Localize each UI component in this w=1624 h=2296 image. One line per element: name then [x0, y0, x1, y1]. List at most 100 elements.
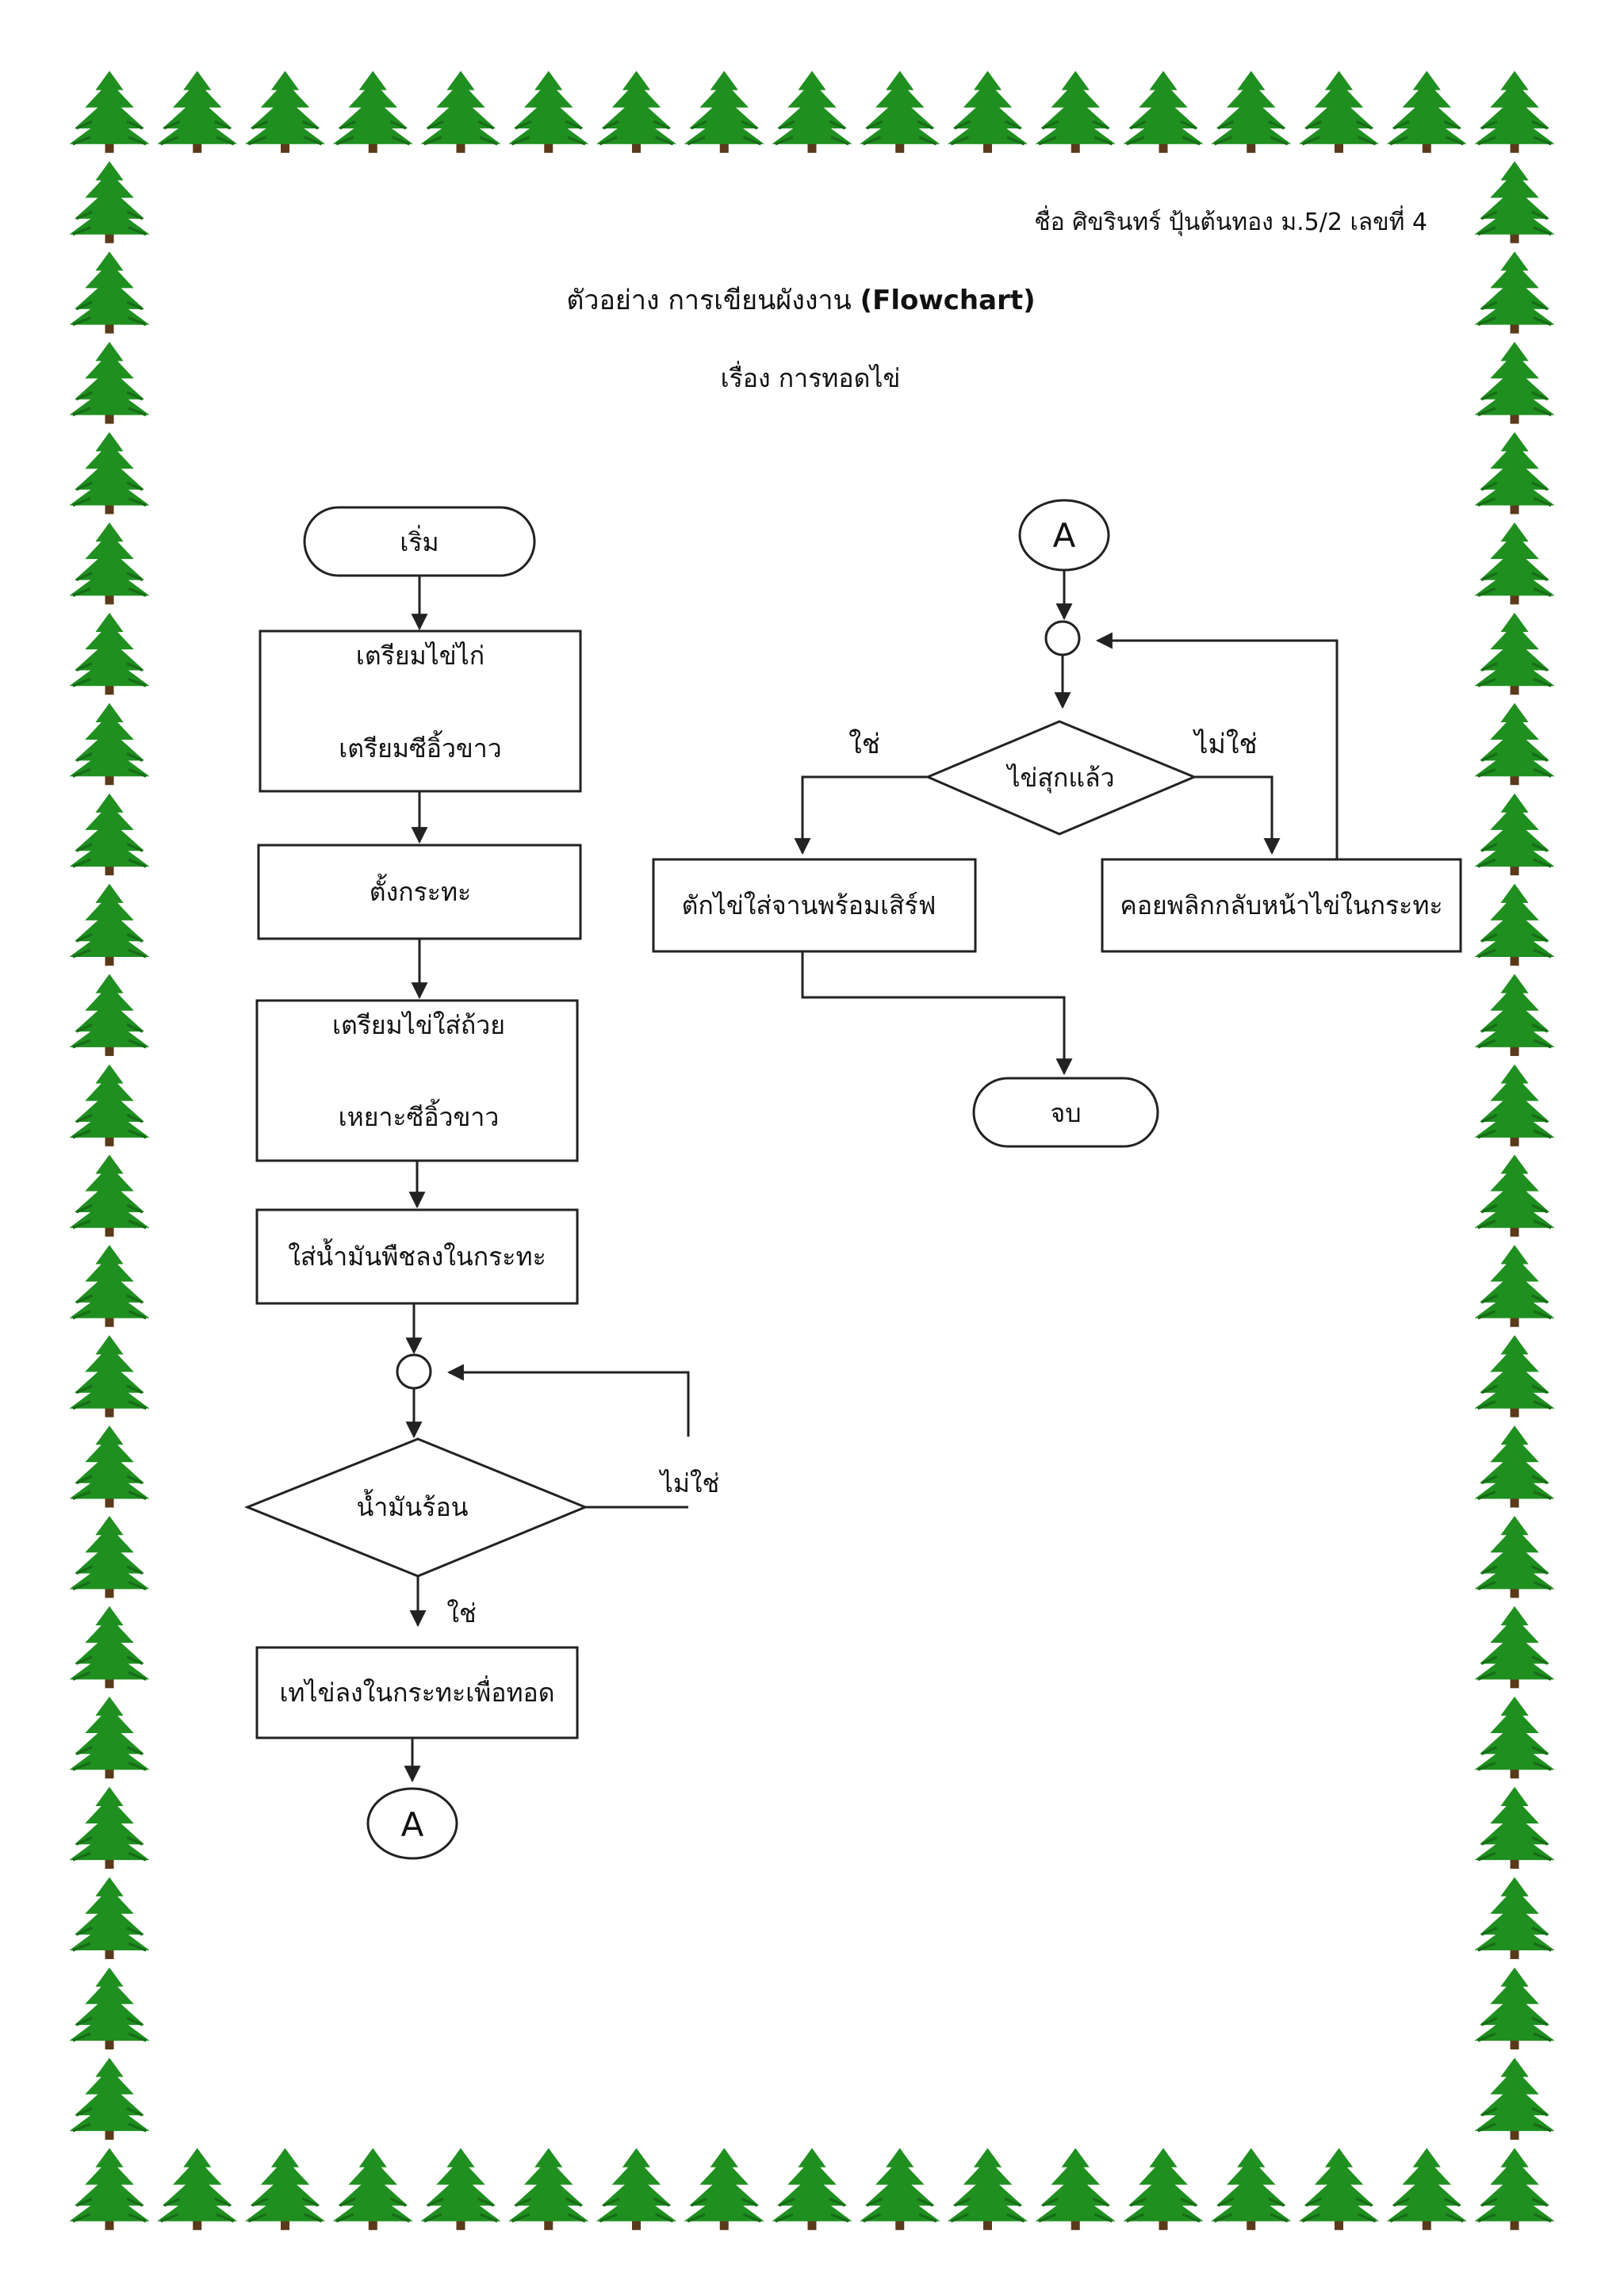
pine-tree-icon	[1473, 2146, 1557, 2232]
pine-tree-icon	[67, 972, 151, 1058]
pine-tree-icon	[1473, 1785, 1557, 1870]
pine-tree-icon	[67, 1062, 151, 1148]
process-flip-egg	[1101, 858, 1462, 953]
pine-tree-icon	[1297, 69, 1381, 155]
decision-right-label: ไข่สุกแล้ว	[1005, 763, 1114, 794]
pine-tree-icon	[1473, 1965, 1557, 2051]
join-circle	[396, 1353, 432, 1390]
pine-tree-icon	[67, 882, 151, 967]
pine-tree-icon	[67, 1876, 151, 1961]
pine-tree-icon	[1473, 1334, 1557, 1419]
pine-tree-icon	[1473, 1062, 1557, 1148]
pine-tree-icon	[67, 2056, 151, 2141]
yes-right-label: ใช่	[848, 729, 880, 760]
decision-label: น้ำมันร้อน	[356, 1489, 468, 1522]
pine-tree-icon	[67, 69, 151, 155]
pine-tree-icon	[770, 2146, 854, 2232]
pine-tree-icon	[67, 521, 151, 607]
pine-tree-icon	[67, 1153, 151, 1238]
pine-tree-icon	[1034, 2146, 1117, 2232]
pine-tree-icon	[1473, 1243, 1557, 1329]
pine-tree-icon	[1473, 159, 1557, 245]
title-prefix: ตัวอย่าง การเขียนผังงาน	[566, 285, 851, 316]
pine-tree-icon	[67, 1965, 151, 2051]
page-subtitle: เรื่อง การทอดไข่	[721, 361, 901, 393]
left-flow: เริ่ม เตรียมไข่ไก่ เตรียมซีอิ้วขาว ตั้งก…	[243, 506, 720, 1860]
pine-tree-icon	[1473, 1153, 1557, 1238]
pine-tree-icon	[1297, 2146, 1381, 2232]
pine-tree-icon	[67, 1695, 151, 1780]
process-serve	[652, 858, 977, 953]
pine-tree-icon	[419, 2146, 503, 2232]
right-flow: A ไข่สุกแล้ว ใช่ ไม่ใช่ ตักไข่ใส่จานพร้อ…	[652, 499, 1462, 1148]
pine-tree-icon	[1473, 521, 1557, 607]
author-line: ชื่อ ศิขรินทร์ ปุ้นต้นทอง ม.5/2 เลขที่ 4	[1034, 205, 1427, 237]
pine-tree-icon	[1209, 2146, 1293, 2232]
right-join-circle	[1044, 620, 1081, 656]
process-add-oil	[255, 1208, 579, 1305]
pine-tree-icon	[1473, 882, 1557, 967]
pine-tree-icon	[507, 2146, 590, 2232]
edge-yes-right	[794, 775, 928, 855]
pine-tree-icon	[1385, 2146, 1469, 2232]
pine-tree-icon	[1473, 1695, 1557, 1780]
end-terminal	[972, 1077, 1159, 1148]
pine-tree-icon	[946, 69, 1029, 155]
pine-tree-icon	[67, 1785, 151, 1870]
pine-tree-icon	[595, 2146, 678, 2232]
process-prepare-ingredients	[259, 629, 582, 793]
pine-tree-icon	[1473, 69, 1557, 155]
pine-tree-icon	[67, 1424, 151, 1510]
pine-tree-icon	[67, 1605, 151, 1689]
pine-tree-icon	[1473, 1424, 1557, 1510]
process-pour-eggs	[255, 1646, 579, 1739]
pine-tree-icon	[67, 1334, 151, 1419]
pine-tree-icon	[946, 2146, 1029, 2232]
step5-label: เทไข่ลงในกระทะเพื่อทอด	[279, 1675, 554, 1708]
no-step-label: คอยพลิกกลับหน้าไข่ในกระทะ	[1120, 890, 1442, 920]
title-suffix: (Flowchart)	[860, 285, 1036, 316]
pine-tree-icon	[67, 250, 151, 335]
pine-tree-icon	[67, 159, 151, 245]
pine-tree-icon	[1034, 69, 1117, 155]
pine-tree-icon	[243, 69, 327, 155]
pine-tree-icon	[67, 1514, 151, 1600]
pine-tree-icon	[67, 430, 151, 516]
pine-tree-icon	[507, 69, 590, 155]
pine-tree-icon	[67, 792, 151, 877]
pine-tree-icon	[1473, 792, 1557, 877]
pine-tree-icon	[1473, 1514, 1557, 1600]
process-prepare-eggs	[255, 999, 579, 1162]
pine-tree-icon	[683, 69, 766, 155]
no-label: ไม่ใช่	[658, 1468, 720, 1498]
step2-label: ตั้งกระทะ	[370, 874, 471, 907]
pine-tree-icon	[419, 69, 503, 155]
step3-line2: เหยาะซีอิ้วขาว	[339, 1099, 500, 1132]
pine-tree-icon	[1473, 2056, 1557, 2141]
end-label: จบ	[1050, 1098, 1081, 1128]
pine-tree-icon	[858, 2146, 941, 2232]
pine-tree-icon	[1473, 1876, 1557, 1961]
start-label: เริ่ม	[400, 525, 439, 557]
pine-tree-icon	[770, 69, 854, 155]
pine-tree-icon	[155, 2146, 239, 2232]
connector-a-out-label: A	[401, 1805, 424, 1844]
pine-tree-icon	[683, 2146, 766, 2232]
pine-tree-icon	[1121, 2146, 1205, 2232]
step4-label: ใส่น้ำมันพืชลงในกระทะ	[288, 1238, 546, 1272]
decision-egg-cooked	[925, 720, 1197, 836]
pine-tree-icon	[1209, 69, 1293, 155]
page-title: ตัวอย่าง การเขียนผังงาน (Flowchart)	[566, 285, 1035, 316]
pine-tree-icon	[1473, 340, 1557, 426]
edge-no-loop	[446, 1364, 690, 1437]
pine-tree-icon	[1473, 611, 1557, 696]
pine-tree-icon	[1473, 430, 1557, 516]
pine-tree-icon	[67, 340, 151, 426]
yes-step-label: ตักไข่ใส่จานพร้อมเสิร์ฟ	[682, 890, 936, 920]
pine-tree-icon	[155, 69, 239, 155]
step1-line1: เตรียมไข่ไก่	[356, 641, 485, 671]
connector-a-in-label: A	[1053, 516, 1076, 555]
pine-tree-icon	[858, 69, 941, 155]
edge-flip-loop	[1095, 632, 1339, 859]
